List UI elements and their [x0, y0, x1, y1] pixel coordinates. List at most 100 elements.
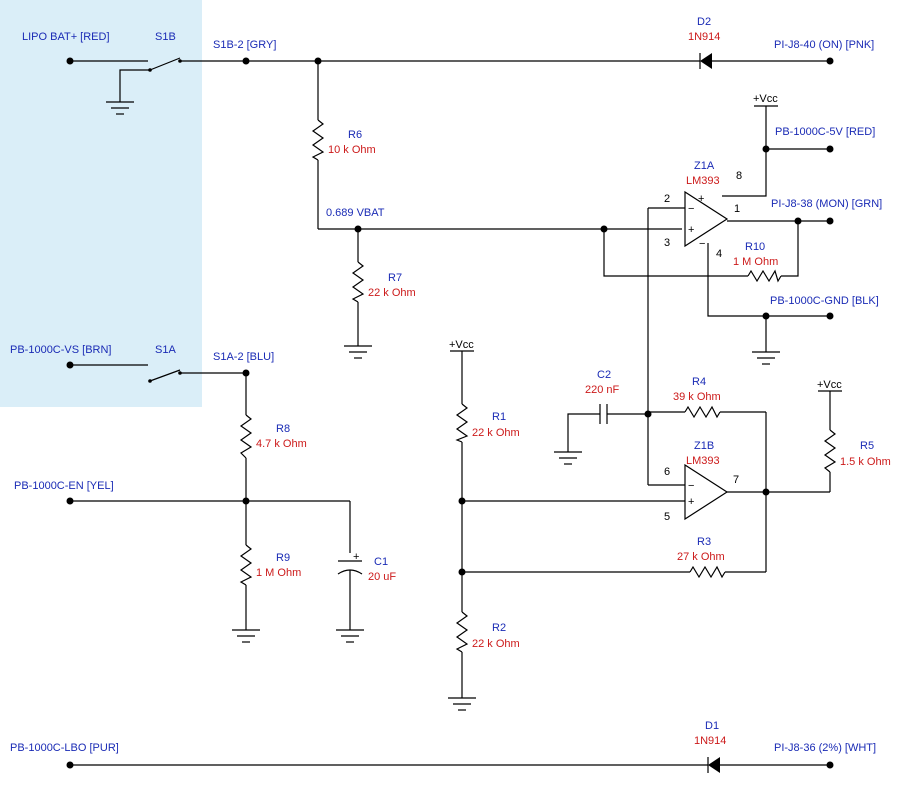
label-minus-z1a: − — [699, 238, 705, 250]
wires-top — [70, 60, 830, 102]
label-r4-val: 39 k Ohm — [673, 391, 721, 403]
ground-symbol — [554, 451, 582, 465]
resistor-r3 — [689, 565, 726, 579]
diode-d2 — [699, 53, 712, 69]
junction — [644, 410, 652, 418]
ground-symbol — [344, 345, 372, 359]
junction — [458, 497, 466, 505]
junction — [762, 488, 770, 496]
terminal-pbgnd — [826, 312, 834, 320]
label-c2-ref: C2 — [597, 369, 611, 381]
label-pin7: 7 — [733, 474, 739, 486]
label-vcc: +Vcc — [753, 93, 778, 105]
switch-region-highlight — [0, 0, 202, 407]
label-minus-pin2: − — [688, 203, 694, 215]
terminal-pblbo — [66, 761, 74, 769]
terminal-lipo — [66, 57, 74, 65]
label-r6-val: 10 k Ohm — [328, 144, 376, 156]
label-s1b2: S1B-2 [GRY] — [213, 39, 276, 51]
junction — [458, 568, 466, 576]
label-c2-val: 220 nF — [585, 384, 620, 396]
terminal-pben — [66, 497, 74, 505]
label-r7-val: 22 k Ohm — [368, 287, 416, 299]
label-d2-val: 1N914 — [688, 31, 720, 43]
junction — [762, 145, 770, 153]
label-minus-z1b: − — [688, 480, 694, 492]
resistor-r5 — [823, 429, 837, 473]
label-r10-ref: R10 — [745, 241, 765, 253]
label-r9-ref: R9 — [276, 552, 290, 564]
comparator-z1b — [684, 463, 729, 521]
label-r5-val: 1.5 k Ohm — [840, 456, 891, 468]
label-s1a2: S1A-2 [BLU] — [213, 351, 274, 363]
label-lipo: LIPO BAT+ [RED] — [22, 31, 110, 43]
resistor-r9 — [239, 544, 253, 586]
resistor-r7 — [351, 261, 365, 303]
label-vcc-r1: +Vcc — [449, 339, 474, 351]
label-vcc-r5: +Vcc — [817, 379, 842, 391]
label-plus-z1b: + — [688, 496, 694, 508]
switch-s1b — [148, 57, 182, 72]
label-pblbo: PB-1000C-LBO [PUR] — [10, 742, 119, 754]
label-s1a: S1A — [155, 344, 176, 356]
label-r3-val: 27 k Ohm — [677, 551, 725, 563]
resistor-r8 — [239, 414, 253, 459]
label-r6-ref: R6 — [348, 129, 362, 141]
junction — [794, 217, 802, 225]
label-r8-val: 4.7 k Ohm — [256, 438, 307, 450]
diode-d1 — [707, 757, 720, 773]
label-pben: PB-1000C-EN [YEL] — [14, 480, 114, 492]
label-r4-ref: R4 — [692, 376, 706, 388]
wires-z1a — [603, 109, 830, 352]
label-r7-ref: R7 — [388, 272, 402, 284]
ground-symbol — [232, 629, 260, 643]
label-c1-val: 20 uF — [368, 571, 396, 583]
ground-symbol — [448, 697, 476, 711]
terminal-pb5v — [826, 145, 834, 153]
label-pin2: 2 — [664, 193, 670, 205]
label-d2-ref: D2 — [697, 16, 711, 28]
resistor-r2 — [455, 611, 469, 653]
ground-symbol — [106, 101, 134, 115]
label-pb5v: PB-1000C-5V [RED] — [775, 126, 875, 138]
label-r9-val: 1 M Ohm — [256, 567, 301, 579]
capacitor-c2 — [599, 404, 608, 424]
label-pin4: 4 — [716, 248, 722, 260]
label-plus-pin3: + — [688, 224, 694, 236]
label-d1-ref: D1 — [705, 720, 719, 732]
label-plus-z1a: + — [698, 193, 704, 205]
label-pbgnd: PB-1000C-GND [BLK] — [770, 295, 879, 307]
resistor-r1 — [455, 403, 469, 443]
label-r10-val: 1 M Ohm — [733, 256, 778, 268]
capacitor-c1: + — [337, 551, 363, 575]
wires-r1r2 — [461, 351, 766, 698]
label-s1b: S1B — [155, 31, 176, 43]
label-r2-val: 22 k Ohm — [472, 638, 520, 650]
junction — [354, 225, 362, 233]
resistor-r10 — [747, 269, 782, 283]
label-r3-ref: R3 — [697, 536, 711, 548]
junction — [242, 369, 250, 377]
terminal-pij838 — [826, 217, 834, 225]
junction — [762, 312, 770, 320]
label-r5-ref: R5 — [860, 440, 874, 452]
terminal-pij840 — [826, 57, 834, 65]
label-vbat: 0.689 VBAT — [326, 207, 385, 219]
resistor-r4 — [684, 405, 721, 419]
label-z1b-ref: Z1B — [694, 440, 714, 452]
label-pin3: 3 — [664, 237, 670, 249]
label-pin8: 8 — [736, 170, 742, 182]
label-pin6: 6 — [664, 466, 670, 478]
label-pin5: 5 — [664, 511, 670, 523]
terminal-pij836 — [826, 761, 834, 769]
wires-divider — [317, 61, 682, 346]
label-pij840: PI-J8-40 (ON) [PNK] — [774, 39, 874, 51]
label-c1-ref: C1 — [374, 556, 388, 568]
comparator-z1a — [684, 190, 729, 248]
switch-s1a — [148, 369, 182, 383]
svg-text:+: + — [353, 551, 359, 563]
label-r1-ref: R1 — [492, 411, 506, 423]
label-z1a-ref: Z1A — [694, 160, 715, 172]
wires-z1b — [567, 208, 831, 572]
